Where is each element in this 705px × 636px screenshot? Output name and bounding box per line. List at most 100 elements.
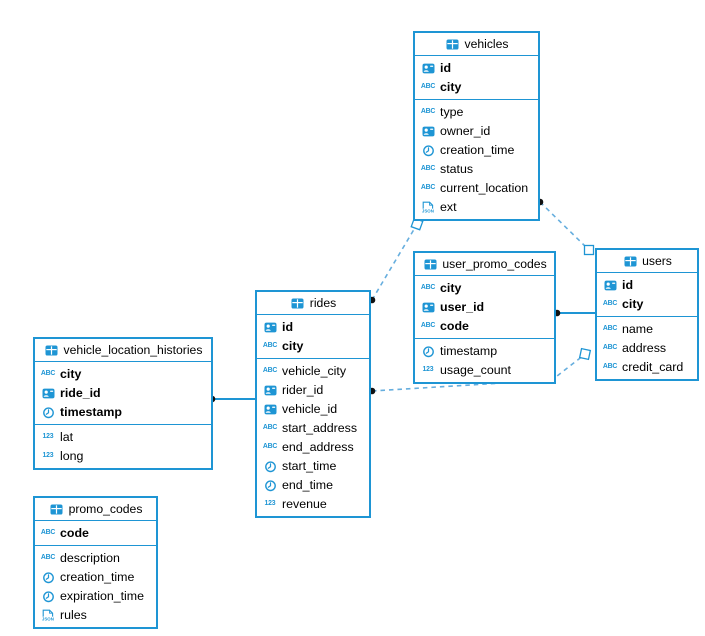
clock-icon (40, 590, 56, 603)
table-header[interactable]: vehicles (415, 33, 538, 56)
id-card-icon (262, 384, 278, 397)
column-row-id[interactable]: id (597, 276, 697, 295)
table-header[interactable]: rides (257, 292, 369, 315)
column-row-timestamp[interactable]: timestamp (415, 342, 554, 361)
abc-icon: ABC (420, 107, 436, 115)
column-name: city (440, 281, 462, 295)
column-name: vehicle_id (282, 402, 338, 416)
column-row-address[interactable]: ABC address (597, 339, 697, 358)
column-name: description (60, 551, 120, 565)
column-row-user_id[interactable]: user_id (415, 298, 554, 317)
id-card-icon (262, 403, 278, 416)
column-name: user_id (440, 300, 485, 314)
id-card-icon (420, 125, 436, 138)
table-header[interactable]: vehicle_location_histories (35, 339, 211, 362)
column-row-long[interactable]: 123 long (35, 447, 211, 466)
column-row-vehicle_id[interactable]: vehicle_id (257, 400, 369, 419)
column-name: usage_count (440, 363, 511, 377)
column-row-timestamp[interactable]: timestamp (35, 403, 211, 422)
column-name: rider_id (282, 383, 324, 397)
relation-rides-vehicles[interactable] (371, 225, 417, 301)
column-name: type (440, 105, 464, 119)
abc-icon: ABC (602, 362, 618, 370)
column-name: owner_id (440, 124, 491, 138)
json-document-icon: JSON (40, 609, 56, 622)
table-grid-icon (422, 259, 438, 270)
column-name: id (282, 320, 294, 334)
column-name: status (440, 162, 474, 176)
numeric-123-icon: 123 (42, 432, 54, 440)
column-row-ride_id[interactable]: ride_id (35, 384, 211, 403)
abc-icon: ABC (40, 369, 56, 377)
json-document-icon: JSON (420, 201, 436, 214)
column-name: vehicle_city (282, 364, 347, 378)
column-row-type[interactable]: ABC type (415, 103, 538, 122)
numeric-123-icon: 123 (42, 451, 54, 459)
column-row-start_time[interactable]: start_time (257, 457, 369, 476)
table-title: vehicles (464, 37, 509, 51)
svg-text:JSON: JSON (422, 208, 434, 213)
column-name: timestamp (440, 344, 498, 358)
column-row-end_time[interactable]: end_time (257, 476, 369, 495)
table-title: promo_codes (68, 502, 143, 516)
column-name: creation_time (60, 570, 135, 584)
table-grid-icon (622, 256, 638, 267)
column-row-creation_time[interactable]: creation_time (415, 141, 538, 160)
column-name: address (622, 341, 667, 355)
column-name: long (60, 449, 84, 463)
column-row-owner_id[interactable]: owner_id (415, 122, 538, 141)
abc-icon: ABC (262, 442, 278, 450)
column-row-id[interactable]: id (257, 318, 369, 337)
column-row-expiration_time[interactable]: expiration_time (35, 587, 156, 606)
table-header[interactable]: user_promo_codes (415, 253, 554, 276)
table-header[interactable]: users (597, 250, 697, 273)
table-title: users (642, 254, 672, 268)
column-row-id[interactable]: id (415, 59, 538, 78)
id-card-icon (262, 321, 278, 334)
id-card-icon (420, 62, 436, 75)
table-header[interactable]: promo_codes (35, 498, 156, 521)
abc-icon: ABC (602, 299, 618, 307)
relation-endpoint-diamond (578, 347, 592, 361)
relation-vehicles-users[interactable] (539, 201, 589, 250)
relation-endpoint-diamond (583, 244, 595, 256)
clock-icon (262, 479, 278, 492)
column-name: revenue (282, 497, 327, 511)
abc-icon: ABC (602, 343, 618, 351)
column-row-rider_id[interactable]: rider_id (257, 381, 369, 400)
column-row-creation_time[interactable]: creation_time (35, 568, 156, 587)
